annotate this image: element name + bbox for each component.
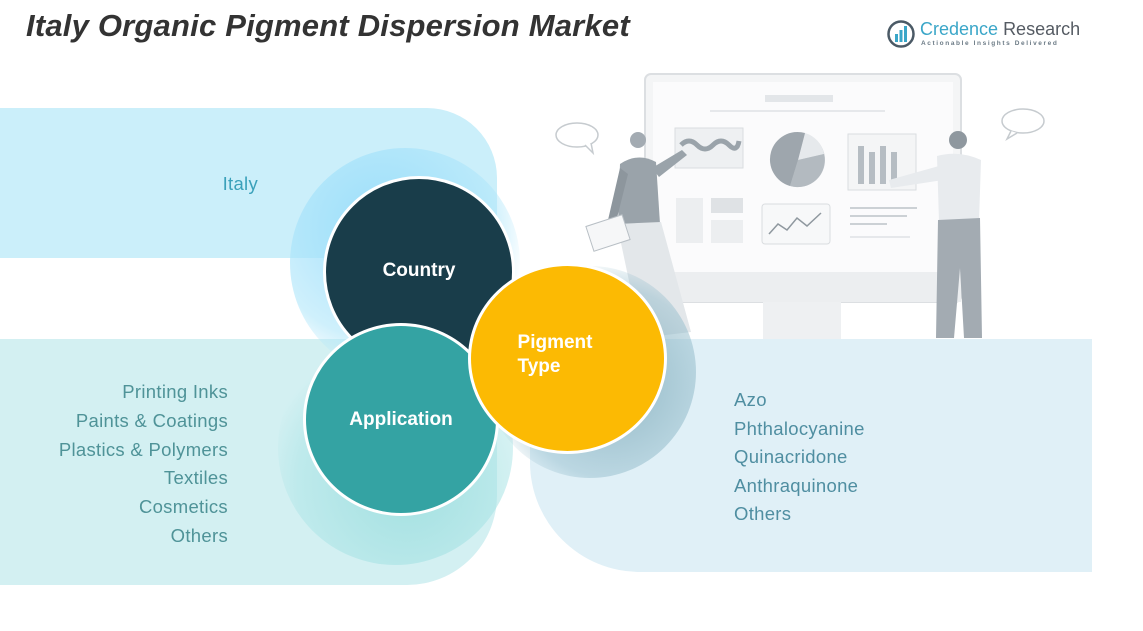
application-item: Textiles: [163, 467, 228, 489]
application-item: Cosmetics: [138, 496, 228, 518]
country-item: Italy: [222, 173, 258, 194]
man-presenter-icon: [889, 131, 982, 338]
pigment-type-item: Quinacridone: [734, 446, 848, 468]
pigment-type-item: Phthalocyanine: [734, 417, 865, 439]
application-item: Paints & Coatings: [75, 409, 228, 431]
logo-name: Credence Research: [920, 19, 1080, 40]
country-items: Italy: [0, 173, 258, 195]
pigment-type-item: Others: [734, 503, 792, 525]
wave-chart-icon: [674, 127, 744, 169]
application-circle: Application: [303, 323, 499, 516]
application-item: Others: [170, 524, 228, 546]
pigment-type-items: Azo Phthalocyanine Quinacridone Anthraqu…: [734, 387, 865, 530]
logo-tagline: Actionable Insights Delivered: [921, 40, 1059, 47]
logo-name-part1: Credence: [920, 19, 999, 39]
country-label: Country: [382, 260, 456, 281]
pigment-type-label-line1: Pigment: [517, 331, 593, 353]
company-logo: Credence Research Actionable Insights De…: [887, 18, 1080, 52]
page-title: Italy Organic Pigment Dispersion Market: [26, 8, 630, 43]
application-item: Plastics & Polymers: [58, 438, 228, 460]
logo-name-part2: Research: [1003, 19, 1081, 39]
credence-research-logo-icon: [887, 20, 915, 48]
pigment-type-item: Anthraquinone: [734, 474, 859, 496]
pie-chart-icon: [769, 131, 825, 188]
application-items: Printing Inks Paints & Coatings Plastics…: [0, 379, 228, 552]
pigment-type-label: Pigment Type: [518, 331, 593, 379]
pigment-type-item: Azo: [734, 389, 767, 410]
pigment-type-circle: Pigment Type: [468, 263, 667, 454]
text-lines-icon: [850, 207, 917, 238]
line-chart-icon: [761, 203, 831, 245]
application-item: Printing Inks: [122, 381, 228, 402]
application-label: Application: [349, 408, 453, 430]
dashboard-presentation-illustration: [555, 73, 1045, 340]
pigment-type-label-line2: Type: [517, 355, 561, 377]
speech-bubble-icon: [555, 108, 1045, 156]
layout-blocks-icon: [676, 198, 743, 243]
